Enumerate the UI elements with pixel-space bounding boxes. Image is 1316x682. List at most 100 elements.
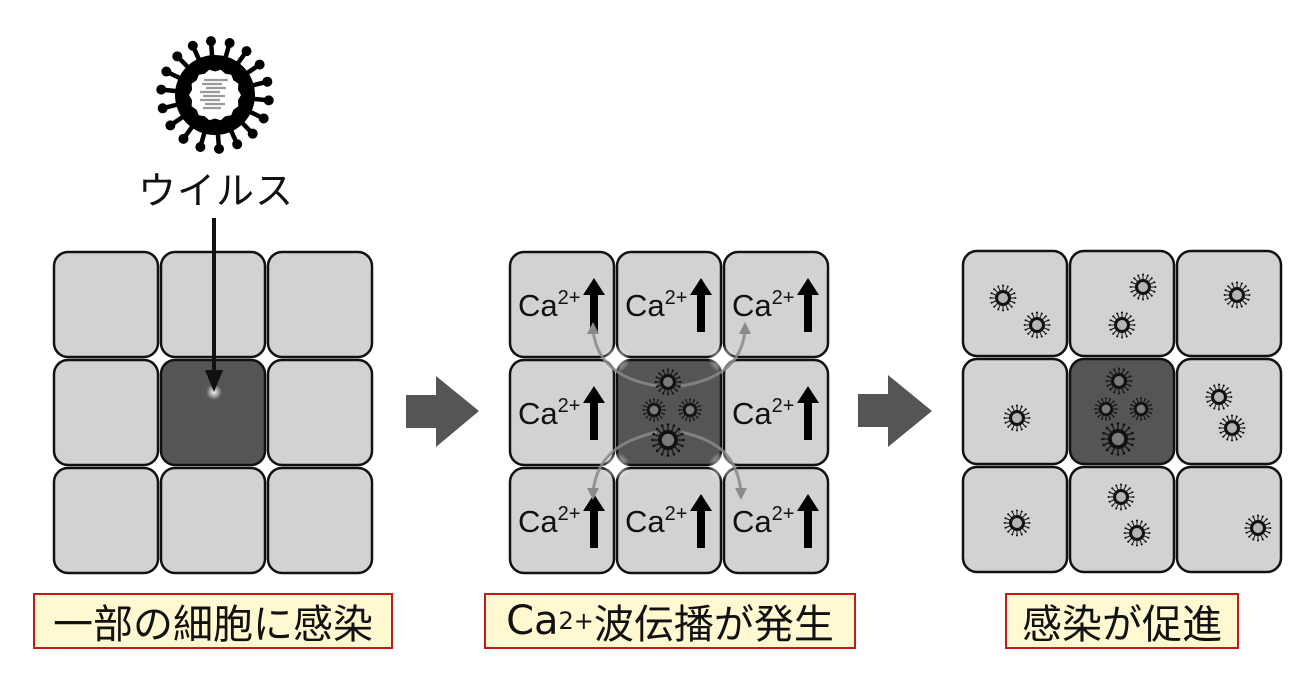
cell-middle-right — [1175, 357, 1283, 466]
ca-label: Ca2+ — [732, 287, 794, 323]
cell-bottom-center — [1068, 465, 1176, 574]
ca-label: Ca2+ — [518, 395, 580, 431]
infection-arrow-icon — [205, 218, 223, 400]
propagation-arrow-icon — [587, 430, 658, 500]
virus-icon — [1129, 397, 1153, 421]
cell — [266, 250, 374, 359]
cell-top-right — [266, 250, 374, 359]
cell — [1068, 465, 1176, 574]
cell — [52, 358, 160, 467]
virus-icon — [642, 398, 666, 422]
cell-bottom-right — [266, 466, 374, 575]
up-arrow-icon — [797, 278, 819, 332]
cell-top-right: Ca2+ — [722, 250, 830, 359]
cell-middle-right — [266, 358, 374, 467]
propagation-arrow-icon — [680, 322, 751, 388]
ca-label: Ca2+ — [732, 503, 794, 539]
cell — [1175, 465, 1283, 574]
ca-label: Ca2+ — [625, 287, 687, 323]
cell-bottom-center: Ca2+ — [615, 466, 723, 575]
virus-icon — [989, 284, 1017, 312]
virus-icon — [156, 36, 274, 154]
glow — [708, 452, 736, 480]
virus-icon — [1094, 397, 1118, 421]
cell-center — [1068, 357, 1176, 466]
cell-top-center — [1068, 249, 1176, 358]
virus-icon — [1108, 311, 1136, 339]
virus-label: ウイルス — [137, 169, 294, 213]
cell-bottom-right — [1175, 465, 1283, 574]
caption-stage-1: 一部の細胞に感染 — [33, 593, 393, 649]
right-arrow-icon — [858, 375, 932, 447]
cell — [722, 358, 830, 467]
up-arrow-icon — [690, 278, 712, 332]
up-arrow-icon — [583, 494, 605, 548]
cell — [1175, 357, 1283, 466]
glow — [602, 345, 630, 373]
virus-icon — [1003, 404, 1031, 432]
caption-stage-3: 感染が促進 — [1005, 593, 1239, 649]
ca-label: Ca2+ — [732, 395, 794, 431]
virus-icon — [1023, 311, 1051, 339]
cell-middle-left: Ca2+ — [508, 358, 616, 467]
caption-text: 一部の細胞に感染 — [53, 602, 373, 648]
up-arrow-icon — [583, 278, 605, 332]
right-arrow-icon — [406, 376, 479, 447]
cell — [266, 466, 374, 575]
cell-middle-right: Ca2+ — [722, 358, 830, 467]
up-arrow-icon — [690, 494, 712, 548]
cell — [52, 250, 160, 359]
virus-icon — [651, 423, 685, 457]
cell — [266, 358, 374, 467]
virus-icon — [1223, 281, 1251, 309]
infected-cell — [615, 358, 723, 467]
cell — [722, 250, 830, 359]
cell-top-left — [52, 250, 160, 359]
virus-icon — [654, 368, 682, 396]
infected-cell — [1068, 357, 1176, 466]
cell-bottom-left — [52, 466, 160, 575]
caption-prefix: Ca — [506, 598, 559, 644]
up-arrow-icon — [583, 386, 605, 440]
caption-text: 感染が促進 — [1022, 602, 1222, 648]
propagation-arrows — [587, 322, 751, 500]
virus-icon — [1205, 383, 1233, 411]
virus-icon — [1244, 514, 1272, 542]
ca-label: Ca2+ — [518, 287, 580, 323]
virus-icon — [1101, 422, 1135, 456]
glow — [602, 452, 630, 480]
cell-bottom-left: Ca2+ — [508, 466, 616, 575]
grid-stage-1 — [52, 250, 374, 575]
cell-top-left: Ca2+ — [508, 250, 616, 359]
up-arrow-icon — [797, 386, 819, 440]
caption-suffix: 波伝播が発生 — [593, 602, 834, 648]
cell — [722, 466, 830, 575]
cell-middle-left — [52, 358, 160, 467]
cell-bottom-center — [159, 466, 267, 575]
cell — [615, 250, 723, 359]
cell — [1068, 249, 1176, 358]
caption-superscript: 2+ — [558, 607, 594, 635]
virus-icon — [1105, 367, 1133, 395]
ca-label: Ca2+ — [518, 503, 580, 539]
cell — [508, 250, 616, 359]
virus-icon — [1123, 519, 1151, 547]
grid-stage-2: Ca2+ Ca2+ Ca2+ Ca2+ Ca2+ Ca2+ Ca2+ Ca2+ — [508, 250, 830, 575]
ca-label: Ca2+ — [625, 503, 687, 539]
propagation-arrow-icon — [587, 322, 658, 388]
virus-icon — [1107, 483, 1135, 511]
glow — [708, 345, 736, 373]
cell — [615, 466, 723, 575]
cell-center — [615, 358, 723, 467]
cell — [52, 466, 160, 575]
virus-icon — [1218, 414, 1246, 442]
cell — [508, 466, 616, 575]
cell — [508, 358, 616, 467]
up-arrow-icon — [797, 494, 819, 548]
virus-icon — [678, 398, 702, 422]
cell — [159, 466, 267, 575]
virus-icon — [1129, 273, 1157, 301]
